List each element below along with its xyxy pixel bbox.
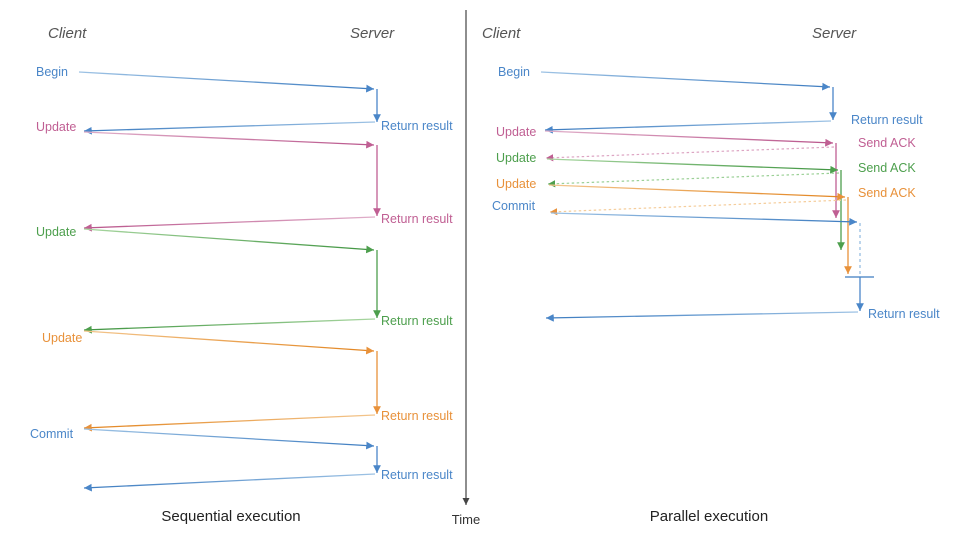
message-sequential-update-green: Update [36, 225, 375, 254]
arrow-update-pink-parallel-request [544, 130, 834, 147]
message-label-return-result-parallel-1: Return result [851, 113, 923, 127]
actor-label-server-parallel: Server [812, 25, 857, 42]
arrow-return-result-blue-2 [83, 473, 376, 492]
message-label-return-result-5: Return result [381, 468, 453, 482]
message-label-send-ack-pink: Send ACK [858, 136, 916, 150]
caption-parallel: Parallel execution [650, 508, 768, 525]
message-label-update-orange: Update [42, 331, 82, 345]
arrow-commit-parallel-request [550, 212, 858, 226]
message-label-return-result-3: Return result [381, 314, 453, 328]
arrow-update-orange-request [83, 330, 375, 355]
message-parallel-ack-pink: Send ACK [545, 136, 916, 162]
arrow-begin-parallel-request [540, 71, 831, 91]
arrow-begin-request [78, 71, 375, 93]
message-label-return-result-1: Return result [381, 119, 453, 133]
message-label-update-pink: Update [36, 120, 76, 134]
message-label-return-result-parallel-2: Return result [868, 307, 940, 321]
message-parallel-return-2: Return result [545, 307, 940, 322]
arrow-return-result-blue-1 [83, 121, 376, 135]
message-label-send-ack-orange: Send ACK [858, 186, 916, 200]
message-sequential-return-2: Return result [83, 212, 453, 232]
arrow-return-result-pink [83, 216, 376, 232]
arrow-send-ack-pink [545, 146, 835, 162]
time-axis: Time [452, 10, 480, 527]
message-parallel-commit: Commit [492, 199, 858, 226]
panel-parallel: Client Server Begin Return result Update… [482, 25, 940, 525]
message-label-commit: Commit [30, 427, 74, 441]
arrow-update-green-request [83, 228, 375, 254]
message-sequential-return-3: Return result [83, 314, 453, 334]
message-sequential-return-5: Return result [83, 468, 453, 492]
message-label-begin-parallel: Begin [498, 65, 530, 79]
message-parallel-return-1: Return result [544, 113, 923, 134]
time-axis-label: Time [452, 512, 480, 527]
message-parallel-update-pink: Update [496, 125, 834, 147]
arrow-send-ack-orange [549, 199, 847, 216]
message-sequential-commit: Commit [30, 427, 375, 450]
arrow-commit-request [83, 428, 375, 450]
message-label-send-ack-green: Send ACK [858, 161, 916, 175]
message-sequential-return-1: Return result [83, 119, 453, 135]
arrow-return-result-parallel-1 [544, 120, 832, 134]
message-sequential-update-pink: Update [36, 120, 375, 149]
message-label-update-pink-parallel: Update [496, 125, 536, 139]
actor-label-server-sequential: Server [350, 25, 395, 42]
message-label-begin: Begin [36, 65, 68, 79]
arrow-update-green-parallel-request [546, 158, 839, 174]
panel-sequential: Client Server Begin Return result Update [30, 25, 453, 525]
message-sequential-begin: Begin [36, 65, 375, 93]
message-label-return-result-4: Return result [381, 409, 453, 423]
message-parallel-begin: Begin [498, 65, 831, 91]
arrow-return-result-parallel-2 [545, 311, 859, 322]
arrow-update-orange-parallel-request [548, 184, 846, 201]
message-sequential-update-orange: Update [42, 330, 375, 355]
arrow-update-pink-request [83, 131, 375, 149]
message-label-return-result-2: Return result [381, 212, 453, 226]
arrow-send-ack-green [547, 172, 840, 188]
message-label-update-orange-parallel: Update [496, 177, 536, 191]
message-parallel-update-green: Update [496, 151, 839, 174]
message-label-commit-parallel: Commit [492, 199, 536, 213]
message-parallel-ack-green: Send ACK [547, 161, 916, 188]
message-label-update-green-parallel: Update [496, 151, 536, 165]
actor-label-client-sequential: Client [48, 25, 87, 42]
actor-label-client-parallel: Client [482, 25, 521, 42]
arrow-return-result-green [83, 318, 376, 334]
caption-sequential: Sequential execution [161, 508, 300, 525]
arrow-return-result-orange [83, 414, 376, 432]
message-parallel-update-orange: Update [496, 177, 846, 201]
message-sequential-return-4: Return result [83, 409, 453, 432]
message-parallel-ack-orange: Send ACK [549, 186, 916, 216]
message-label-update-green: Update [36, 225, 76, 239]
